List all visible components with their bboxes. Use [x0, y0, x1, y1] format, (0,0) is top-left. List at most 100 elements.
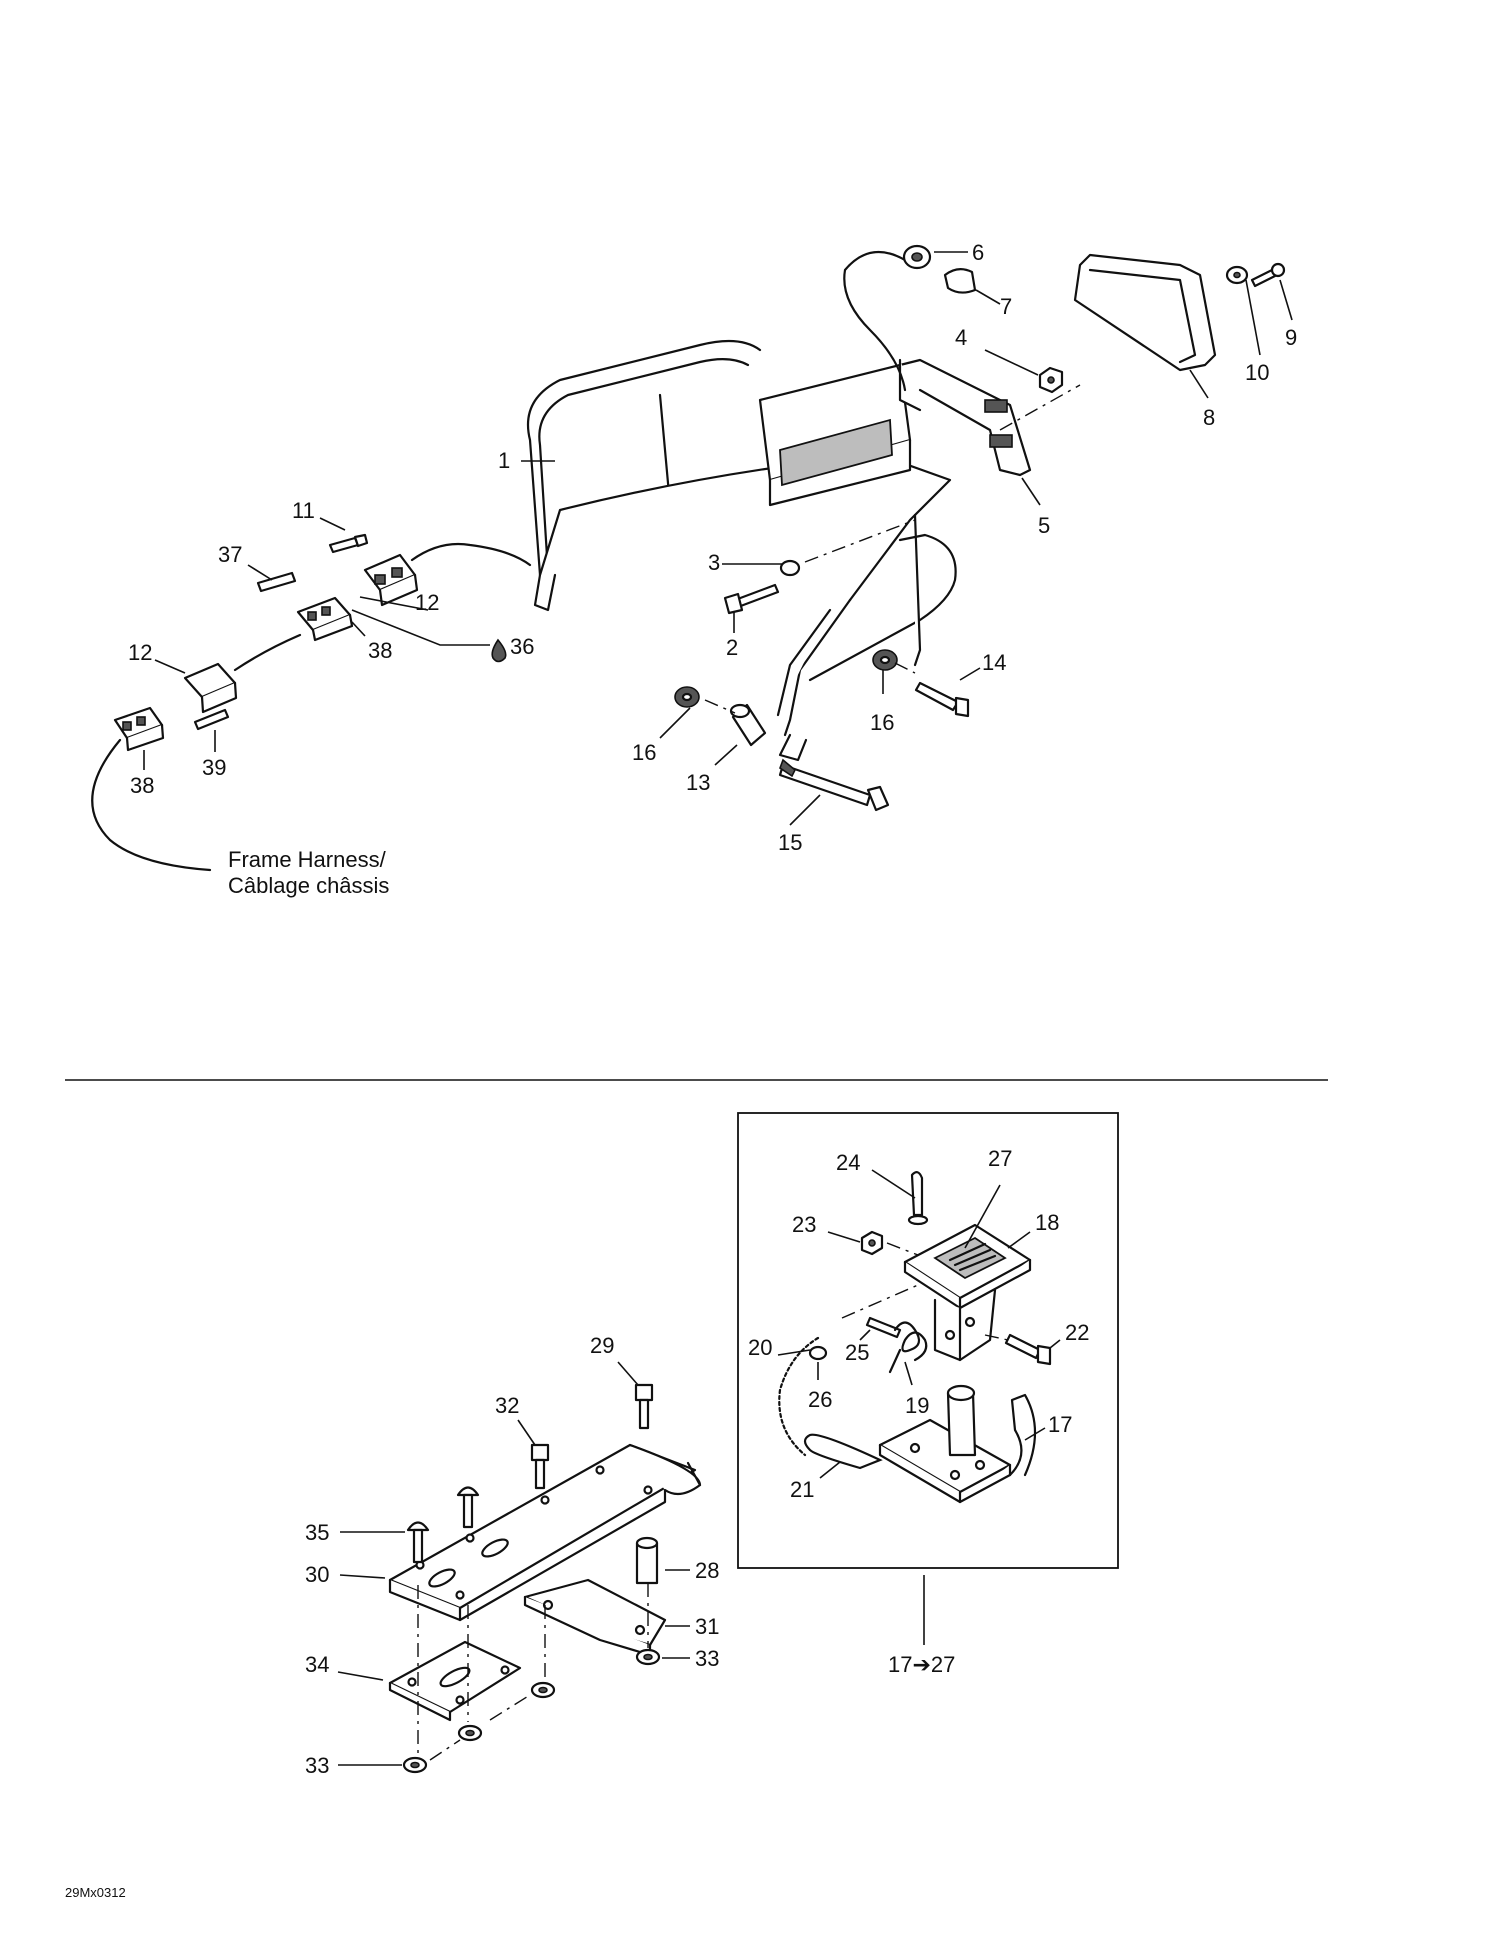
hitch-kit-box [737, 1112, 1119, 1569]
callout-29: 29 [590, 1333, 614, 1358]
callout-2: 2 [726, 635, 738, 660]
frame-harness-label: Frame Harness/ [228, 847, 387, 872]
leader-line [789, 794, 821, 826]
callout-36: 36 [510, 634, 534, 659]
pin-39 [193, 708, 230, 731]
callout-15: 15 [778, 830, 802, 855]
leader-line [1021, 477, 1041, 506]
assembly-line [429, 1739, 461, 1761]
screw-9 [1250, 262, 1286, 288]
callout-26: 26 [808, 1387, 832, 1412]
callout-3: 3 [708, 550, 720, 575]
leader-line [777, 1349, 811, 1356]
frame-harness-wire [91, 738, 212, 872]
assembly-line [999, 384, 1081, 431]
callout-30: 30 [305, 1562, 329, 1587]
assembly-line [886, 1242, 919, 1256]
plate-34 [388, 1640, 522, 1722]
callout-37: 37 [218, 542, 242, 567]
harness-wire-lower [233, 633, 302, 672]
socket-37 [256, 571, 297, 593]
callout-16-right: 16 [870, 710, 894, 735]
assembly-line [489, 1694, 531, 1721]
leader-line [154, 659, 186, 674]
callout-12-upper: 12 [415, 590, 439, 615]
callout-35: 35 [305, 1520, 329, 1545]
callout-13: 13 [686, 770, 710, 795]
washer-26 [808, 1345, 828, 1361]
spacer-28 [635, 1536, 659, 1585]
cotter-pin-21 [803, 1433, 883, 1470]
leader-line [1007, 1231, 1031, 1249]
callout-17: 17 [1048, 1412, 1072, 1437]
bolt-29 [634, 1383, 654, 1430]
leader-line [1245, 279, 1261, 356]
nut-23 [860, 1230, 884, 1256]
callout-24: 24 [836, 1150, 860, 1175]
frame-harness-label-fr: Câblage châssis [228, 873, 389, 898]
leader-line [659, 707, 691, 739]
bolt-14 [914, 681, 970, 718]
nut-33-d [402, 1756, 428, 1774]
callout-22: 22 [1065, 1320, 1089, 1345]
rivet-24 [907, 1171, 929, 1226]
leader-line [351, 609, 490, 646]
leader-line [359, 596, 429, 611]
leader-line [319, 517, 346, 531]
leader-line [904, 1361, 913, 1386]
callout-11: 11 [292, 498, 315, 523]
nut-33-c [457, 1724, 483, 1742]
rubber-washer-16-right [872, 649, 898, 671]
callout-10: 10 [1245, 360, 1269, 385]
leader-line [959, 667, 981, 681]
connector-38-lower [113, 706, 165, 752]
nut-33-b [530, 1681, 556, 1699]
callout-16-left: 16 [632, 740, 656, 765]
assembly-line [704, 699, 736, 714]
leader-line [859, 1329, 871, 1341]
washer-3 [779, 559, 801, 577]
leader-line [1024, 1427, 1046, 1441]
tail-light-wire [843, 250, 907, 392]
nut-4 [1038, 366, 1064, 394]
harness-wire-upper [410, 542, 532, 567]
assembly-line [894, 662, 916, 674]
callout-38-upper: 38 [368, 638, 392, 663]
leader-line [517, 1419, 536, 1446]
callout-23: 23 [792, 1212, 816, 1237]
callout-19: 19 [905, 1393, 929, 1418]
carriage-bolt-35-b [456, 1486, 480, 1529]
bumper-tube [526, 339, 957, 762]
connector-12-lower [183, 662, 238, 714]
leader-line [871, 1169, 916, 1199]
callout-38-lower: 38 [130, 773, 154, 798]
spring-19 [888, 1321, 928, 1374]
leader-line [975, 289, 1001, 305]
leader-line [247, 564, 273, 581]
callout-25: 25 [845, 1340, 869, 1365]
callout-9: 9 [1285, 325, 1297, 350]
leader-line [1279, 279, 1293, 321]
callout-39: 39 [202, 755, 226, 780]
leader-line [339, 1574, 386, 1579]
callout-32: 32 [495, 1393, 519, 1418]
assembly-line [804, 519, 916, 563]
callout-31: 31 [695, 1614, 719, 1639]
bolt-15 [778, 758, 890, 812]
mounting-plate-30 [388, 1443, 702, 1622]
callout-4: 4 [955, 325, 967, 350]
callout-27: 27 [988, 1146, 1012, 1171]
callout-14: 14 [982, 650, 1006, 675]
bulb [943, 268, 977, 294]
pin-25 [865, 1316, 902, 1339]
connector-38-upper [296, 596, 354, 642]
drawing-code: 29Mx0312 [65, 1885, 126, 1900]
bolt-2 [723, 583, 780, 615]
tail-light-lens [1073, 253, 1217, 372]
leader-line [337, 1671, 384, 1681]
hitch-17 [878, 1384, 1037, 1504]
nut-33-a [635, 1648, 661, 1666]
chain-20 [778, 1336, 820, 1457]
bracket-31 [523, 1578, 667, 1657]
